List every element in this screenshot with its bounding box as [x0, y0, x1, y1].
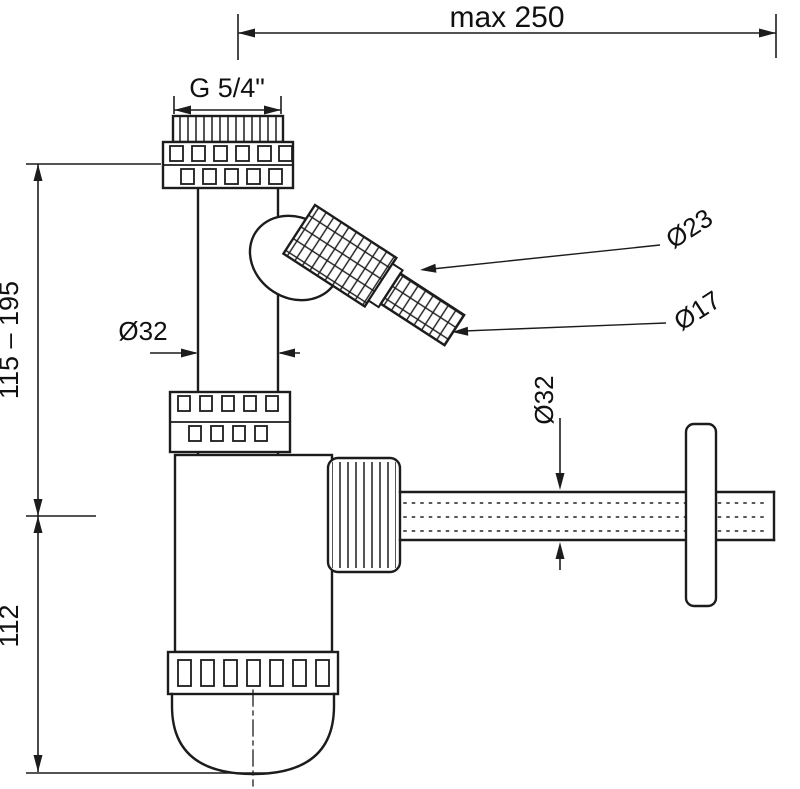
arrowhead-right — [264, 105, 281, 115]
dimensions: max 250 G 5/4" 115 – 195 112 — [0, 1, 777, 774]
dimension-thread-size: G 5/4" — [173, 73, 282, 115]
leader-line — [431, 244, 661, 270]
wall-flange — [684, 422, 718, 608]
hose-barb-large-ribs — [283, 204, 397, 307]
hose-barb-group — [281, 203, 466, 347]
dimension-outlet-diameter: Ø32 — [529, 375, 565, 570]
inlet-nut — [161, 114, 295, 190]
trap-ring-body — [166, 650, 340, 696]
arrowhead-down — [555, 473, 565, 490]
arrowhead-right — [181, 348, 198, 358]
dimension-hose-inner: Ø17 — [452, 284, 726, 336]
dimension-height-range: 115 – 195 — [0, 163, 161, 517]
arrowhead-up — [555, 542, 565, 559]
arrowhead-up — [33, 164, 43, 181]
arrowhead-up — [33, 516, 43, 533]
inlet-collar-thread — [173, 116, 283, 142]
arrowhead — [420, 263, 437, 273]
outlet-pipe — [398, 490, 776, 542]
trap-body — [173, 453, 334, 654]
hose-barb-small-outline — [379, 271, 466, 347]
dim-height-range-label: 115 – 195 — [0, 281, 24, 399]
adjustment-nut-castellations — [177, 395, 279, 442]
dim-outlet-diameter-label: Ø32 — [529, 375, 559, 424]
dim-trap-height-label: 112 — [0, 604, 24, 647]
outlet-nut — [326, 456, 402, 574]
hose-connector — [248, 203, 466, 347]
hose-barb-small-ribs — [380, 273, 465, 346]
dim-inlet-diameter-label: Ø32 — [118, 316, 167, 346]
arrowhead-left — [174, 105, 191, 115]
arrowhead-left — [238, 28, 255, 38]
trap-ring-castellations — [177, 659, 330, 687]
arrowhead — [452, 326, 469, 336]
adjustment-nut — [168, 390, 292, 454]
inlet-nut-castellations — [169, 145, 293, 185]
leader-line — [463, 322, 667, 332]
outlet-nut-outline — [326, 456, 402, 574]
trap-ring — [166, 650, 340, 696]
thread-size-label: G 5/4" — [189, 73, 265, 103]
dimension-inlet-diameter: Ø32 — [118, 316, 300, 358]
dim-max-width-label: max 250 — [449, 1, 564, 34]
siphon-assembly — [161, 114, 776, 787]
dim-hose-outer-label: Ø23 — [660, 202, 718, 254]
dimension-trap-height: 112 — [0, 516, 266, 774]
arrowhead-left — [278, 348, 295, 358]
arrowhead-down — [33, 755, 43, 772]
outlet-pipe-texture — [403, 502, 769, 532]
arrowhead-down — [33, 499, 43, 516]
arrowhead-right — [759, 28, 776, 38]
outlet-nut-ribs — [332, 462, 396, 568]
dim-hose-inner-label: Ø17 — [668, 284, 726, 336]
dimension-max-width: max 250 — [237, 1, 777, 60]
dimension-hose-outer: Ø23 — [420, 202, 718, 273]
